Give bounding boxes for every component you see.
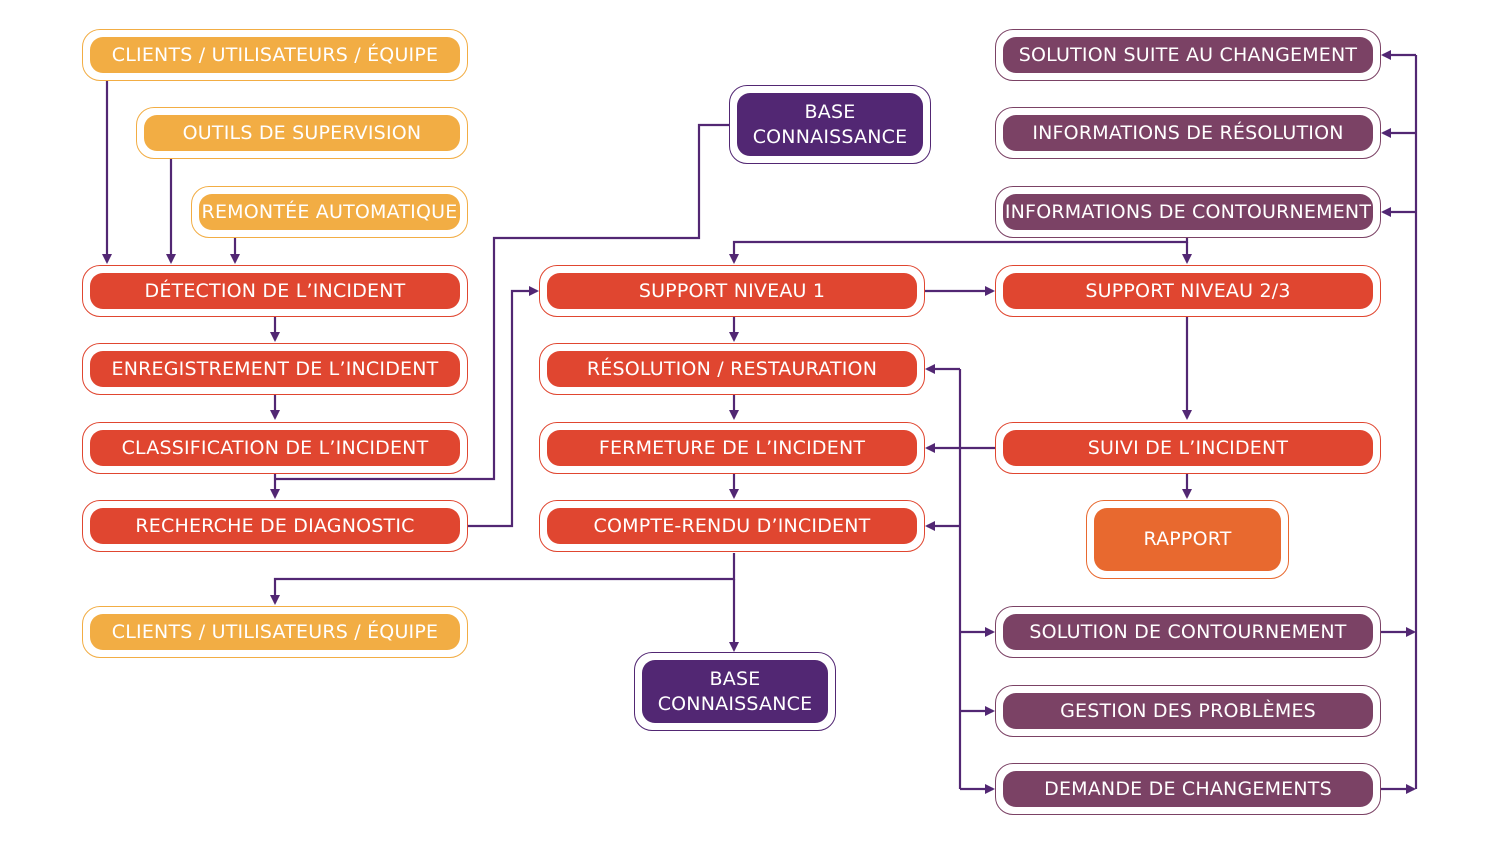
node-rapport: RAPPORT bbox=[1086, 500, 1289, 579]
node-resolution-restauration: RÉSOLUTION / RESTAURATION bbox=[539, 343, 925, 395]
node-solution-contournement: SOLUTION DE CONTOURNEMENT bbox=[995, 606, 1381, 658]
node-recherche-diagnostic: RECHERCHE DE DIAGNOSTIC bbox=[82, 500, 468, 552]
node-demande-changements: DEMANDE DE CHANGEMENTS bbox=[995, 763, 1381, 815]
node-remontee-automatique: REMONTÉE AUTOMATIQUE bbox=[191, 186, 468, 238]
arrow-base-to-recherche bbox=[275, 123, 729, 481]
node-support-niveau-2-3: SUPPORT NIVEAU 2/3 bbox=[995, 265, 1381, 317]
node-informations-contournement: INFORMATIONS DE CONTOURNEMENT bbox=[995, 186, 1381, 238]
node-compte-rendu: COMPTE-RENDU D’INCIDENT bbox=[539, 500, 925, 552]
arrow-compterendu-to-clients bbox=[270, 553, 736, 605]
node-fermeture: FERMETURE DE L’INCIDENT bbox=[539, 422, 925, 474]
node-base-connaissance-top: BASE CONNAISSANCE bbox=[729, 85, 931, 164]
node-solution-suite-changement: SOLUTION SUITE AU CHANGEMENT bbox=[995, 29, 1381, 81]
arrow-recherche-to-support1 bbox=[467, 286, 539, 528]
node-outils-supervision: OUTILS DE SUPERVISION bbox=[136, 107, 468, 159]
node-clients-top: CLIENTS / UTILISATEURS / ÉQUIPE bbox=[82, 29, 468, 81]
node-detection: DÉTECTION DE L’INCIDENT bbox=[82, 265, 468, 317]
node-clients-bottom: CLIENTS / UTILISATEURS / ÉQUIPE bbox=[82, 606, 468, 658]
arrow-infos-to-supports bbox=[729, 238, 1189, 264]
node-classification: CLASSIFICATION DE L’INCIDENT bbox=[82, 422, 468, 474]
node-gestion-problemes: GESTION DES PROBLÈMES bbox=[995, 685, 1381, 737]
node-base-connaissance-bottom: BASE CONNAISSANCE bbox=[634, 652, 836, 731]
node-suivi-incident: SUIVI DE L’INCIDENT bbox=[995, 422, 1381, 474]
node-enregistrement: ENREGISTREMENT DE L’INCIDENT bbox=[82, 343, 468, 395]
node-support-niveau-1: SUPPORT NIVEAU 1 bbox=[539, 265, 925, 317]
node-informations-resolution: INFORMATIONS DE RÉSOLUTION bbox=[995, 107, 1381, 159]
